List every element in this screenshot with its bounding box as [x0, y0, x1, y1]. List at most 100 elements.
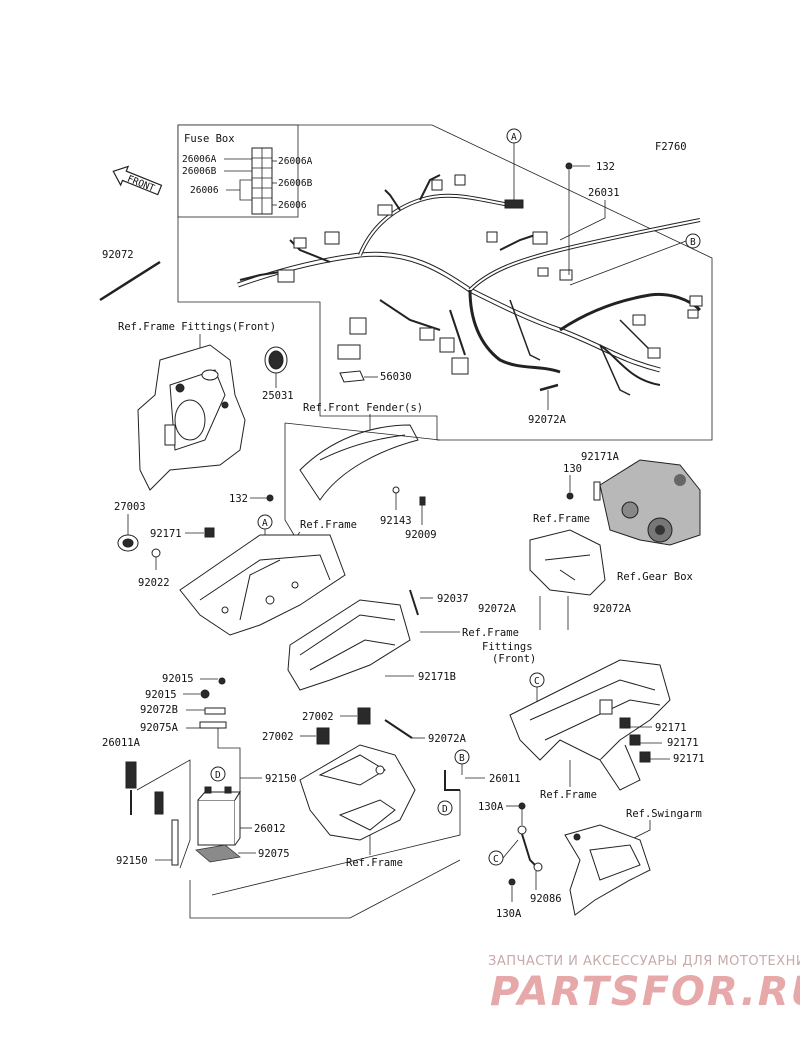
- front-arrow-icon: FRONT: [112, 165, 163, 196]
- marker-d-bottom-label: D: [442, 804, 448, 815]
- part-92075: 92075: [258, 848, 290, 860]
- part-132-mid: 132: [229, 493, 248, 505]
- ground-cable-92086-icon: [521, 833, 537, 867]
- bolt-130a-a-icon: [518, 802, 526, 810]
- marker-a-top-label: A: [511, 132, 517, 143]
- part-92009: 92009: [405, 529, 437, 541]
- washer-92022-icon: [151, 548, 161, 558]
- part-92015-a: 92015: [162, 673, 194, 685]
- part-92037: 92037: [437, 593, 469, 605]
- marker-a-mid-label: A: [262, 518, 268, 529]
- part-92171B: 92171B: [418, 671, 456, 683]
- part-27002-b: 27002: [262, 731, 294, 743]
- part-92171-r1: 92171: [655, 722, 687, 734]
- fuse-left-label-3: 26006: [190, 185, 219, 196]
- ref-gear-box: Ref.Gear Box: [617, 571, 693, 583]
- fuse-box-icon: [251, 147, 273, 215]
- bolt-130a-b-icon: [508, 878, 516, 886]
- part-92072: 92072: [102, 249, 134, 261]
- part-130A-a: 130A: [478, 801, 504, 813]
- ref-front-fender: Ref.Front Fender(s): [303, 402, 423, 414]
- rear-frame-part: [509, 659, 671, 791]
- battery-tray-frame: [299, 744, 416, 841]
- part-92075A: 92075A: [140, 722, 179, 734]
- part-92171: 92171: [150, 528, 182, 540]
- part-92015-b: 92015: [145, 689, 177, 701]
- ref-frame-fittings-front-l1: Ref.Frame: [462, 627, 519, 639]
- watermark-brand: PARTSFOR.RU: [490, 969, 800, 1015]
- horn-27003-icon: [117, 534, 139, 552]
- battery-26012: [197, 786, 241, 846]
- ref-frame-mid: Ref.Frame: [300, 519, 357, 531]
- pad-92075-icon: [195, 844, 241, 863]
- frame-bracket-right: [529, 529, 606, 596]
- watermark-tagline: ЗАПЧАСТИ И АКСЕССУАРЫ ДЛЯ МОТОТЕХНИКИ: [488, 954, 800, 969]
- marker-b-top-label: B: [690, 237, 696, 248]
- frame-fittings-panel: [287, 599, 411, 691]
- main-wiring-harness: [237, 174, 703, 396]
- relay-27002-a-icon: [357, 707, 371, 725]
- part-92072A-left: 92072A: [478, 603, 517, 615]
- marker-d-left-label: D: [215, 770, 221, 781]
- front-cover-panel: [137, 344, 246, 491]
- clip-92171a-icon: [593, 481, 601, 501]
- front-fender-part: [299, 424, 419, 501]
- part-92150-left: 92150: [116, 855, 148, 867]
- ref-frame-fittings-front-top: Ref.Frame Fittings(Front): [118, 321, 276, 333]
- marker-c-bottom-label: C: [493, 854, 499, 865]
- part-26012: 26012: [254, 823, 286, 835]
- screw-132-mid-icon: [266, 494, 274, 502]
- part-26031: 26031: [588, 187, 620, 199]
- part-92171-r3: 92171: [673, 753, 705, 765]
- harness-group-outline: [177, 124, 713, 441]
- part-26011: 26011: [489, 773, 521, 785]
- cable-26011-icon: [444, 770, 460, 791]
- part-92143: 92143: [380, 515, 412, 527]
- marker-d-left: [210, 766, 226, 782]
- part-56030: 56030: [380, 371, 412, 383]
- band-92037-icon: [409, 589, 419, 616]
- frame-mid-part: [179, 534, 346, 636]
- part-92072A-top: 92072A: [528, 414, 567, 426]
- part-25031: 25031: [262, 390, 294, 402]
- washer-92143-icon: [392, 486, 400, 494]
- fuse-left-label-2: 26006B: [182, 166, 217, 177]
- ref-frame-fittings-front-l2: Fittings: [482, 641, 533, 653]
- marker-b-bottom-label: B: [459, 753, 465, 764]
- clip-92171-icon: [204, 527, 215, 538]
- clip-92171-r1-icon: [619, 717, 631, 729]
- part-92072B: 92072B: [140, 704, 178, 716]
- relay-27002-b-icon: [316, 727, 330, 745]
- cable-92150-icon: [171, 819, 179, 866]
- ref-frame-right: Ref.Frame: [533, 513, 590, 525]
- part-92171-r2: 92171: [667, 737, 699, 749]
- part-92086: 92086: [530, 893, 562, 905]
- fuse-left-label-1: 26006A: [182, 154, 217, 165]
- part-130A-b: 130A: [496, 908, 522, 920]
- marker-d-bottom: [437, 800, 453, 816]
- band-92072a-center-icon: [384, 719, 413, 739]
- part-92072A-right: 92072A: [593, 603, 632, 615]
- figure-code: F2760: [655, 141, 687, 153]
- grommet-25031-icon: [264, 346, 288, 374]
- ref-frame-fittings-front-l3: (Front): [492, 653, 536, 665]
- ref-frame-bottom-right: Ref.Frame: [540, 789, 597, 801]
- fuse-right-label-2: 26006B: [278, 178, 313, 189]
- marker-c-top-label: C: [534, 676, 540, 687]
- part-92171A: 92171A: [581, 451, 620, 463]
- fuse-right-label-3: 26006: [278, 200, 307, 211]
- band-92072-icon: [99, 260, 161, 302]
- gear-box-part: [599, 459, 701, 546]
- bolt-92009-icon: [419, 496, 426, 506]
- fuse-box-title: Fuse Box: [184, 133, 235, 145]
- part-26011A: 26011A: [102, 737, 141, 749]
- part-27002-a: 27002: [302, 711, 334, 723]
- ref-frame-bottom-center: Ref.Frame: [346, 857, 403, 869]
- swingarm-part: [564, 824, 651, 916]
- ref-swingarm: Ref.Swingarm: [626, 808, 702, 820]
- bolt-130-icon: [566, 492, 574, 500]
- screw-132-top-icon: [565, 162, 573, 170]
- band-92072a-top-icon: [539, 383, 559, 392]
